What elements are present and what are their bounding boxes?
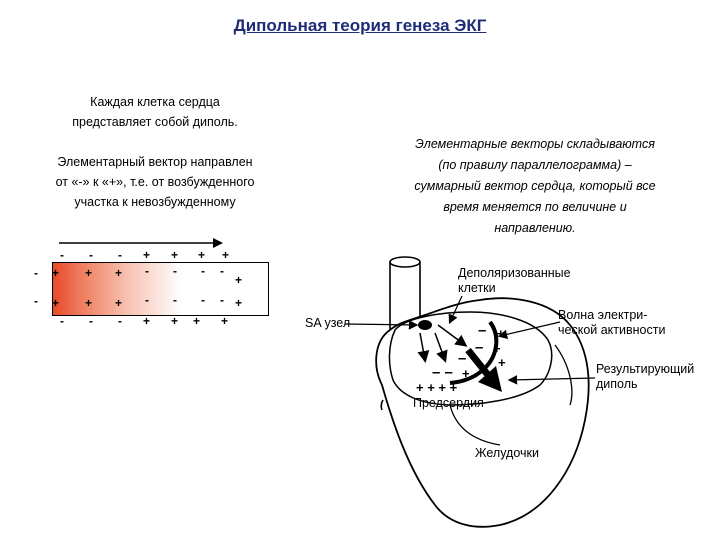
svg-text:+: + xyxy=(498,355,506,370)
right-text-line-1: Элементарные векторы складываются xyxy=(415,137,655,151)
label-dipole: Результирующий диполь xyxy=(596,362,694,392)
svg-text:+: + xyxy=(497,326,505,341)
label-ventricles: Желудочки xyxy=(475,446,539,460)
sa-node-marker xyxy=(418,320,432,330)
charge-bot-out-5: + xyxy=(193,314,201,328)
charge-bot-in-0: + xyxy=(52,296,60,310)
svg-text:–: – xyxy=(475,339,483,356)
charge-top-out-6: + xyxy=(222,248,230,262)
charge-bot-out-4: + xyxy=(171,314,179,328)
charge-top-in-3: - xyxy=(145,264,149,278)
charge-left-top: - xyxy=(34,266,38,280)
charge-top-in-5: - xyxy=(201,264,205,278)
charge-bot-in-3: - xyxy=(145,293,149,307)
cell-dipole-text: Каждая клетка сердца представляет собой … xyxy=(30,92,280,132)
label-sa-node: SA узел xyxy=(305,316,351,330)
left-text-line-4: от «-» к «+», т.е. от возбужденного xyxy=(55,175,255,189)
vector-sum-text: Элементарные векторы складываются (по пр… xyxy=(370,134,700,239)
label-depolarized-1: Деполяризованные xyxy=(458,266,571,280)
charge-bot-in-4: - xyxy=(173,293,177,307)
charge-top-out-0: - xyxy=(60,248,64,262)
charge-top-out-2: - xyxy=(118,248,122,262)
right-text-line-5: направлению. xyxy=(494,221,576,235)
svg-text:+ + + +: + + + + xyxy=(416,380,458,395)
right-text-line-2: (по правилу параллелограмма) – xyxy=(438,158,632,172)
label-dipole-1: Результирующий xyxy=(596,362,695,376)
charge-top-in-6: - xyxy=(220,264,224,278)
charge-top-out-4: + xyxy=(171,248,179,262)
charge-top-out-5: + xyxy=(198,248,206,262)
direction-arrow xyxy=(59,238,223,248)
charge-top-out-1: - xyxy=(89,248,93,262)
charge-top-in-2: + xyxy=(115,266,123,280)
label-wave: Волна электри- ческой активности xyxy=(558,308,665,338)
charge-bot-out-0: - xyxy=(60,314,64,328)
charge-left-bottom: - xyxy=(34,294,38,308)
svg-text:+: + xyxy=(462,366,470,381)
right-text-line-4: время меняется по величине и xyxy=(443,200,627,214)
charge-top-in-4: - xyxy=(173,264,177,278)
cell-membrane-box xyxy=(52,262,269,316)
charge-bot-in-6: - xyxy=(220,293,224,307)
label-atria: Предсердия xyxy=(413,396,484,410)
resultant-dipole-arrow xyxy=(478,366,502,392)
label-dipole-2: диполь xyxy=(596,377,638,391)
charge-bot-out-3: + xyxy=(143,314,151,328)
label-depolarized: Деполяризованные клетки xyxy=(458,266,571,296)
heart-diagram: – + – + – + – – + + + + + xyxy=(344,256,596,528)
vector-direction-text: Элементарный вектор направлен от «-» к «… xyxy=(20,152,290,212)
right-text-line-3: суммарный вектор сердца, который все xyxy=(414,179,656,193)
svg-text:–: – xyxy=(458,350,466,367)
svg-text:– –: – – xyxy=(432,364,453,381)
charge-bot-in-1: + xyxy=(85,296,93,310)
charge-bot-out-1: - xyxy=(89,314,93,328)
label-depolarized-2: клетки xyxy=(458,281,496,295)
charge-right-top: + xyxy=(235,273,243,287)
svg-text:+: + xyxy=(493,341,501,356)
svg-text:–: – xyxy=(478,322,486,339)
label-wave-1: Волна электри- xyxy=(558,308,648,322)
charge-bot-in-2: + xyxy=(115,296,123,310)
charge-top-in-1: + xyxy=(85,266,93,280)
charge-right-bottom: + xyxy=(235,296,243,310)
charge-bot-in-5: - xyxy=(201,293,205,307)
charge-top-out-3: + xyxy=(143,248,151,262)
left-text-line-2: представляет собой диполь. xyxy=(72,115,238,129)
page-title: Дипольная теория генеза ЭКГ xyxy=(233,16,487,35)
left-text-line-3: Элементарный вектор направлен xyxy=(57,155,253,169)
left-text-line-1: Каждая клетка сердца xyxy=(90,95,220,109)
charge-bot-out-2: - xyxy=(118,314,122,328)
label-wave-2: ческой активности xyxy=(558,323,666,337)
charge-bot-out-6: + xyxy=(221,314,229,328)
charge-top-in-0: + xyxy=(52,266,60,280)
left-text-line-5: участка к невозбужденному xyxy=(74,195,236,209)
